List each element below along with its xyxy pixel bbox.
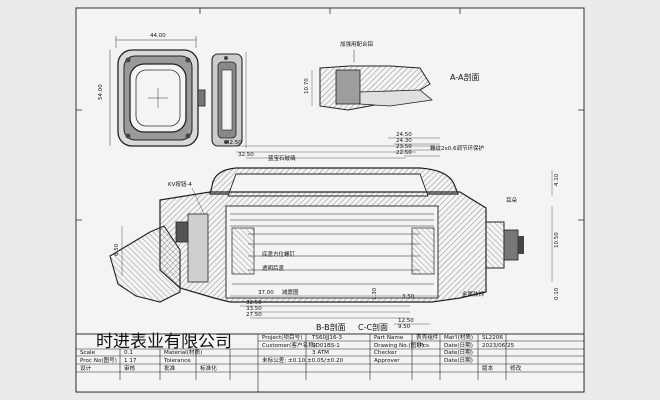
tb-r1-l3: Mat'l(材质) — [444, 333, 473, 341]
dim-d12: 1.30 — [372, 287, 378, 300]
tb-r3-v3: Date(日期) — [444, 349, 473, 356]
main-cross-section: 42.50 32.50 蓝宝石玻璃 24.50 24.30 23.50 22.5… — [109, 132, 560, 332]
tb-r4-v1: 1 17 — [124, 358, 137, 364]
tb-r1-v2: 表壳组件 — [416, 333, 439, 341]
tb-r4-l2: Tolerance — [163, 358, 191, 364]
tb-bottom-5: 修改 — [510, 364, 522, 372]
dim-d15: 33.50 — [246, 306, 262, 312]
tb-bottom-4: 版本 — [482, 364, 494, 372]
dim-d5: 24.30 — [396, 138, 412, 144]
dim-d11: 0.10 — [554, 287, 560, 300]
dim-d7: 22.50 — [396, 150, 412, 156]
tb-r1-l2: Part Name — [374, 335, 404, 341]
callout-right: 耳朵 — [506, 197, 518, 204]
tb-r2-v3: 2023/06/25 — [482, 343, 515, 349]
tb-r2-l2: Drawing No.(图号) — [374, 341, 424, 349]
dim-d1: 42.50 — [226, 140, 242, 146]
tb-r2-v2: 1Pcs — [416, 343, 429, 349]
dim-d21: 9.50 — [398, 324, 411, 330]
callout-inner3: 透明后盖 — [262, 264, 285, 272]
tb-r2-l3: Date(日期) — [444, 342, 473, 349]
tb-bottom-2: 批准 — [164, 364, 176, 372]
section-aa-detail: 加强用配合铝 10.70 A-A剖面 — [304, 40, 479, 111]
tb-r1-v3: SL2206 — [482, 335, 503, 341]
tb-r3-l1: Scale — [80, 350, 96, 356]
svg-text:10.70: 10.70 — [304, 78, 310, 94]
callout-inner1: 蓝宝石玻璃 — [268, 154, 296, 162]
tb-r3-l3: Checker — [374, 350, 397, 356]
dim-top-width: 44.00 — [150, 33, 166, 39]
callout-gasket: 螺纹2x0.6调节环保护 — [430, 144, 485, 152]
tb-r4-l1: Proc No(图号) — [80, 356, 117, 364]
section-aa-label: A-A剖面 — [450, 72, 479, 82]
top-view-case: 44.00 54.00 — [98, 33, 206, 147]
company-name: 时进表业有限公司 — [96, 332, 232, 352]
section-bb-label: B-B剖面 — [316, 322, 346, 332]
dim-d2: 32.50 — [238, 152, 254, 158]
tb-r1-l1: Project(项目号) — [262, 334, 302, 341]
tb-r4-l3: Approver — [374, 358, 400, 364]
side-view-case — [211, 52, 247, 148]
tb-r3-l2: Material(材质) — [164, 348, 202, 356]
dim-d4: 24.50 — [396, 132, 412, 138]
callout-top-note: 加强用配合铝 — [340, 40, 374, 48]
tb-r4-v3: Date(日期) — [444, 357, 473, 364]
tb-bottom-3: 标准化 — [200, 364, 217, 372]
dim-d14: 32.50 — [246, 300, 262, 306]
border-ticks — [76, 8, 584, 221]
callout-left: KV按钮-4 — [168, 180, 192, 188]
tb-bottom-0: 设计 — [80, 364, 92, 372]
callout-inner2: 底盖方位螺钉 — [262, 250, 296, 258]
tb-r1-v1: TS60JJ16-3 — [311, 335, 343, 341]
callout-right2: 金属装饰 — [462, 290, 485, 298]
tb-r3-v1: 0.1 — [124, 350, 133, 356]
dim-d8: 6.50 — [114, 243, 120, 256]
dim-d19: 3.50 — [402, 294, 415, 300]
tb-bottom-1: 审核 — [124, 364, 136, 372]
dim-d6: 23.50 — [396, 144, 412, 150]
dim-d10: 10.50 — [554, 232, 560, 248]
tb-r2-v1: SD01BS-1 — [312, 343, 340, 349]
tb-r4-v2: 未标公差: ±0.10,±0.05/±0.20 — [262, 356, 344, 364]
title-block: 时进表业有限公司 Project(项目号) TS60JJ16-3 Part Na… — [75, 332, 585, 393]
callout-inner4: 减震圈 — [282, 288, 299, 296]
tb-r3-v2: 3 ATM — [312, 350, 329, 356]
dim-top-height: 54.00 — [98, 84, 104, 100]
dim-d13: 37.00 — [258, 290, 274, 296]
dim-d20: 12.50 — [398, 318, 414, 324]
dim-d16: 27.50 — [246, 312, 262, 318]
tb-r2-l1: Customer(客户名称) — [262, 341, 316, 349]
section-cc-label: C-C剖面 — [358, 322, 388, 332]
dim-d9: 4.10 — [554, 173, 560, 186]
